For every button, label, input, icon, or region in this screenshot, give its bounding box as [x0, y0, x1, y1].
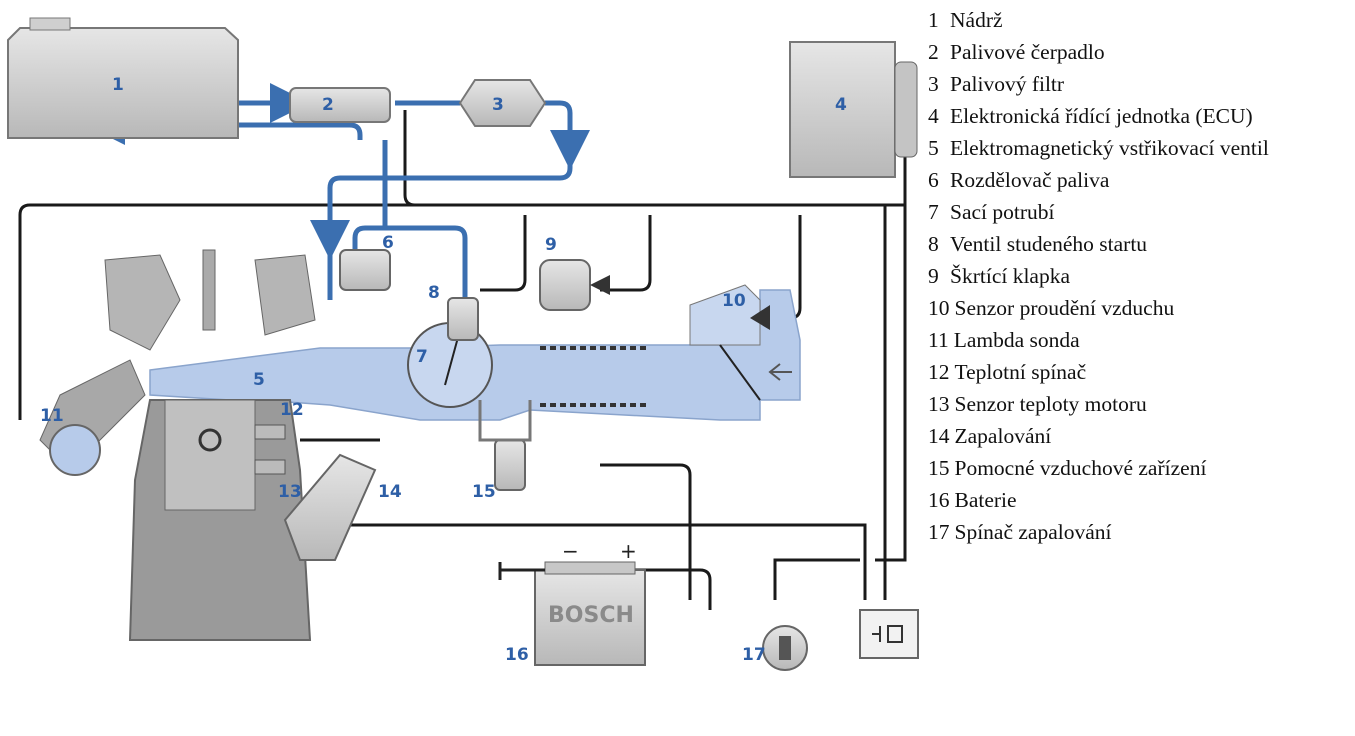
legend-label: Rozdělovač paliva	[950, 164, 1109, 196]
legend-label: Senzor proudění vzduchu	[955, 292, 1175, 324]
callout-11: 11	[40, 406, 64, 426]
legend-label: Lambda sonda	[954, 324, 1080, 356]
callout-10: 10	[722, 291, 746, 311]
callout-16: 16	[505, 645, 529, 665]
legend-number: 13	[928, 388, 950, 420]
legend-number: 11	[928, 324, 949, 356]
legend-number: 3	[928, 68, 950, 100]
callout-17: 17	[742, 645, 766, 665]
throttle-sensor	[540, 260, 590, 310]
callout-3: 3	[492, 95, 504, 115]
legend-number: 14	[928, 420, 950, 452]
legend-number: 17	[928, 516, 950, 548]
callout-7: 7	[416, 347, 428, 367]
callout-2: 2	[322, 95, 334, 115]
legend-label: Sací potrubí	[950, 196, 1055, 228]
piston	[165, 400, 255, 510]
legend-label: Teplotní spínač	[955, 356, 1087, 388]
callout-14: 14	[378, 482, 402, 502]
callout-12: 12	[280, 400, 304, 420]
legend-label: Škrtící klapka	[950, 260, 1070, 292]
legend-number: 2	[928, 36, 950, 68]
legend-number: 10	[928, 292, 950, 324]
legend-label: Ventil studeného startu	[950, 228, 1147, 260]
legend-number: 9	[928, 260, 950, 292]
callout-1: 1	[112, 75, 124, 95]
callout-8: 8	[428, 283, 440, 303]
legend-number: 8	[928, 228, 950, 260]
legend-number: 15	[928, 452, 950, 484]
legend-label: Pomocné vzduchové zařízení	[955, 452, 1207, 484]
legend-label: Palivový filtr	[950, 68, 1064, 100]
legend-label: Baterie	[955, 484, 1017, 516]
fuel-distributor	[340, 250, 390, 290]
fuel-injection-diagram: 1 2 3 4 5 6 7 8 9 10 11 12 13 14 15 16 1…	[0, 0, 930, 736]
battery-plus: +	[620, 539, 637, 563]
callout-9: 9	[545, 235, 557, 255]
legend-label: Elektronická řídící jednotka (ECU)	[950, 100, 1253, 132]
callout-13: 13	[278, 482, 302, 502]
aux-air-device	[495, 440, 525, 490]
legend-number: 7	[928, 196, 950, 228]
legend-number: 5	[928, 132, 950, 164]
legend-label: Senzor teploty motoru	[955, 388, 1147, 420]
legend-number: 12	[928, 356, 950, 388]
fuel-pump	[290, 88, 390, 122]
battery-brand: BOSCH	[548, 603, 634, 628]
battery-minus: −	[562, 539, 579, 563]
legend-label: Spínač zapalování	[955, 516, 1112, 548]
callout-4: 4	[835, 95, 847, 115]
cold-start-valve	[448, 298, 478, 340]
callout-5: 5	[253, 370, 265, 390]
legend-label: Elektromagnetický vstřikovací ventil	[950, 132, 1269, 164]
legend-label: Zapalování	[955, 420, 1052, 452]
legend-label: Palivové čerpadlo	[950, 36, 1105, 68]
callout-15: 15	[472, 482, 496, 502]
callout-6: 6	[382, 233, 394, 253]
legend-number: 4	[928, 100, 950, 132]
legend-label: Nádrž	[950, 4, 1003, 36]
legend-number: 16	[928, 484, 950, 516]
legend-number: 6	[928, 164, 950, 196]
legend-number: 1	[928, 4, 950, 36]
